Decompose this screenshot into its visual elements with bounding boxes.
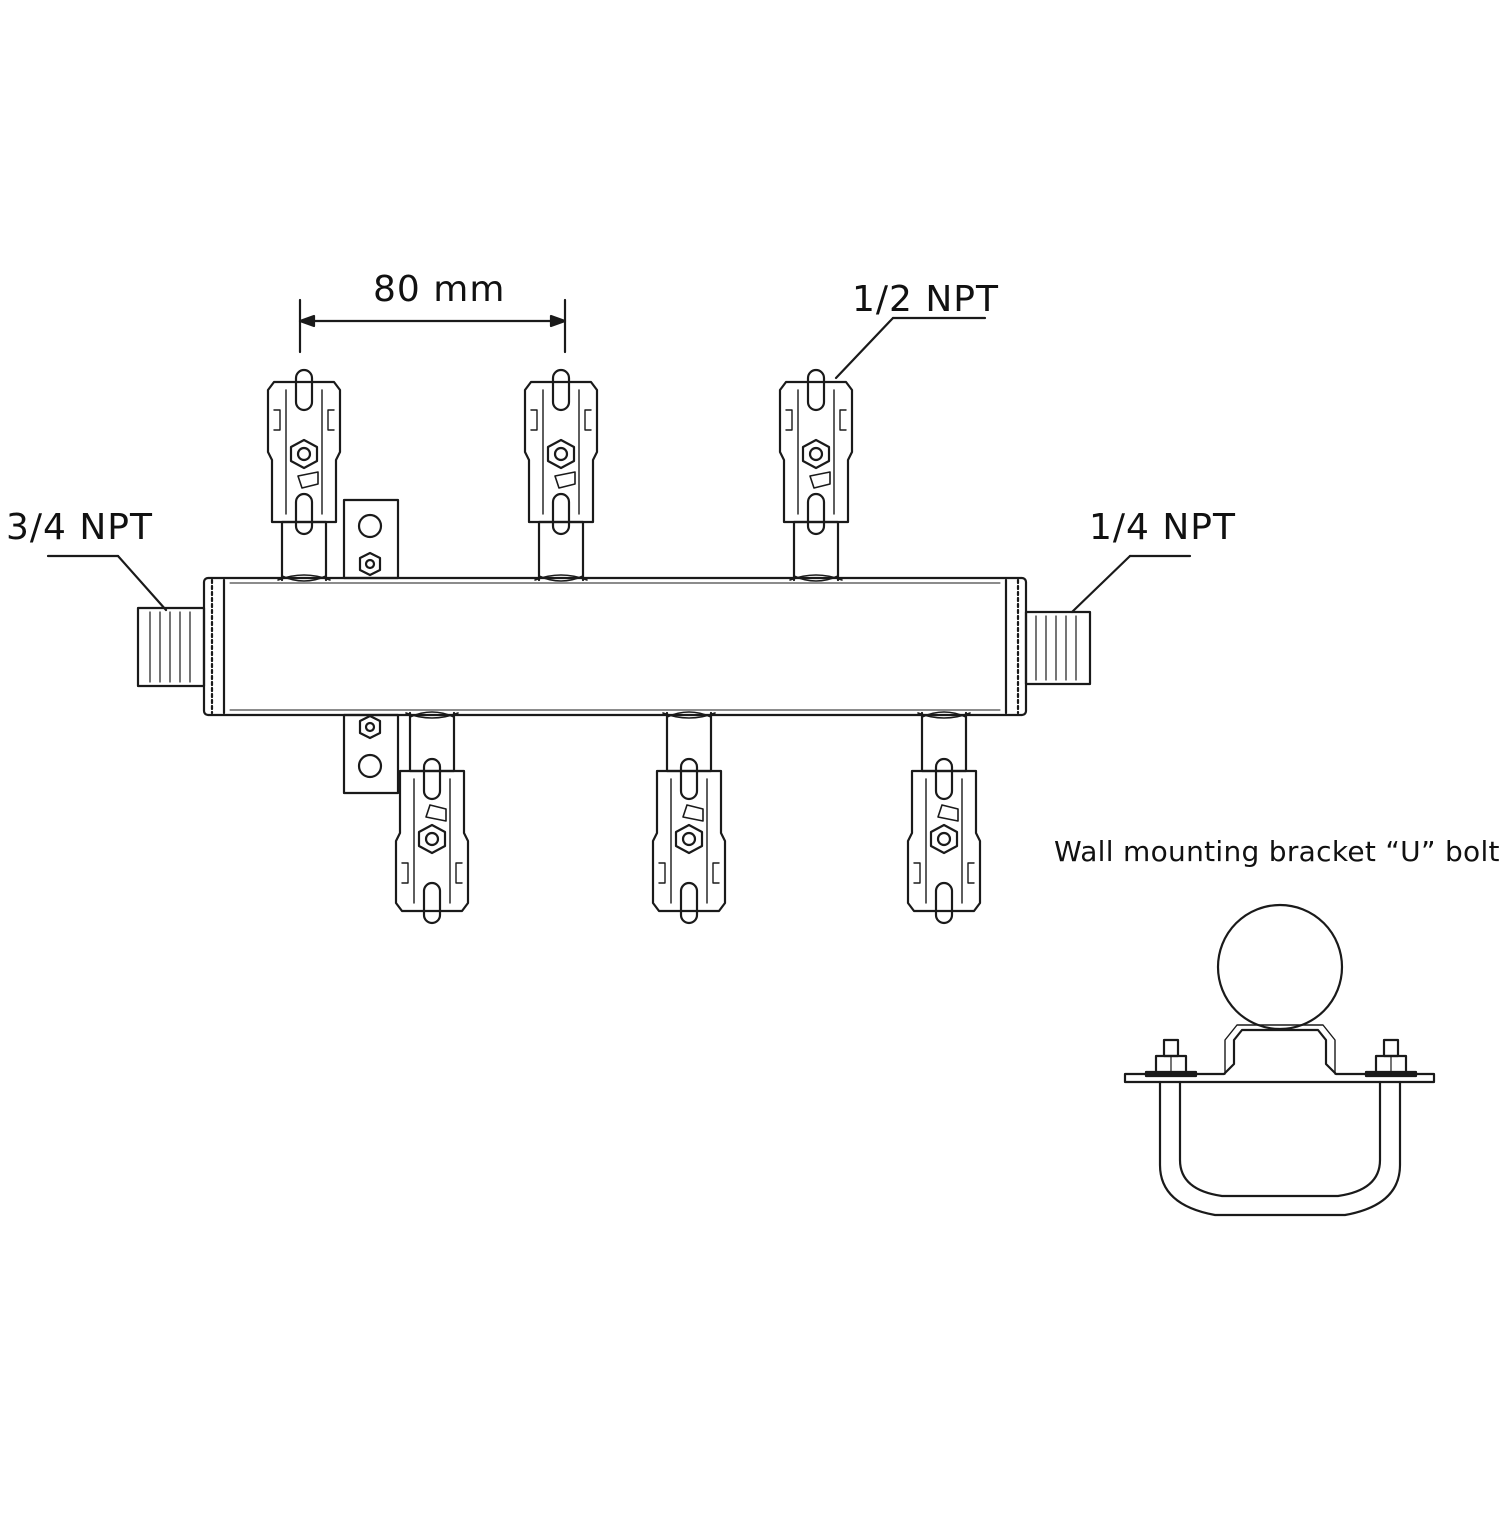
bracket-plate xyxy=(1123,1028,1436,1084)
outlet-valves-bottom xyxy=(394,711,982,925)
outlet-valves-top xyxy=(266,368,854,582)
u-bolt-nut-left xyxy=(1144,1038,1198,1078)
spacing-label: 80 mm xyxy=(373,269,506,310)
end-fitting-1-4 xyxy=(1024,610,1092,686)
bracket-caption: Wall mounting bracket “U” bolt xyxy=(1054,835,1500,868)
inlet-thread-label: 3/4 NPT xyxy=(6,507,154,548)
inlet-fitting-3-4 xyxy=(136,606,206,688)
ball-valve-bottom-3 xyxy=(906,711,982,925)
leader-3-4-npt xyxy=(46,554,168,612)
manifold-body xyxy=(202,576,1028,717)
outlet-thread-label: 1/2 NPT xyxy=(852,279,1000,320)
ball-valve-bottom-1 xyxy=(394,711,470,925)
leader-1-4-npt xyxy=(1070,554,1192,614)
pipe-section xyxy=(1216,903,1344,1031)
u-bolt-nut-right xyxy=(1364,1038,1418,1078)
mount-bracket-top xyxy=(342,498,400,580)
u-bolt xyxy=(1158,1080,1402,1217)
u-bolt-bracket-detail xyxy=(1123,903,1436,1217)
end-thread-label: 1/4 NPT xyxy=(1089,507,1237,548)
leader-1-2-npt xyxy=(834,316,987,380)
ball-valve-bottom-2 xyxy=(651,711,727,925)
ball-valve-top-2 xyxy=(523,368,599,582)
ball-valve-top-3 xyxy=(778,368,854,582)
mount-bracket-bottom xyxy=(342,713,400,795)
dimension-80mm xyxy=(298,298,567,354)
ball-valve-top-1 xyxy=(266,368,342,582)
